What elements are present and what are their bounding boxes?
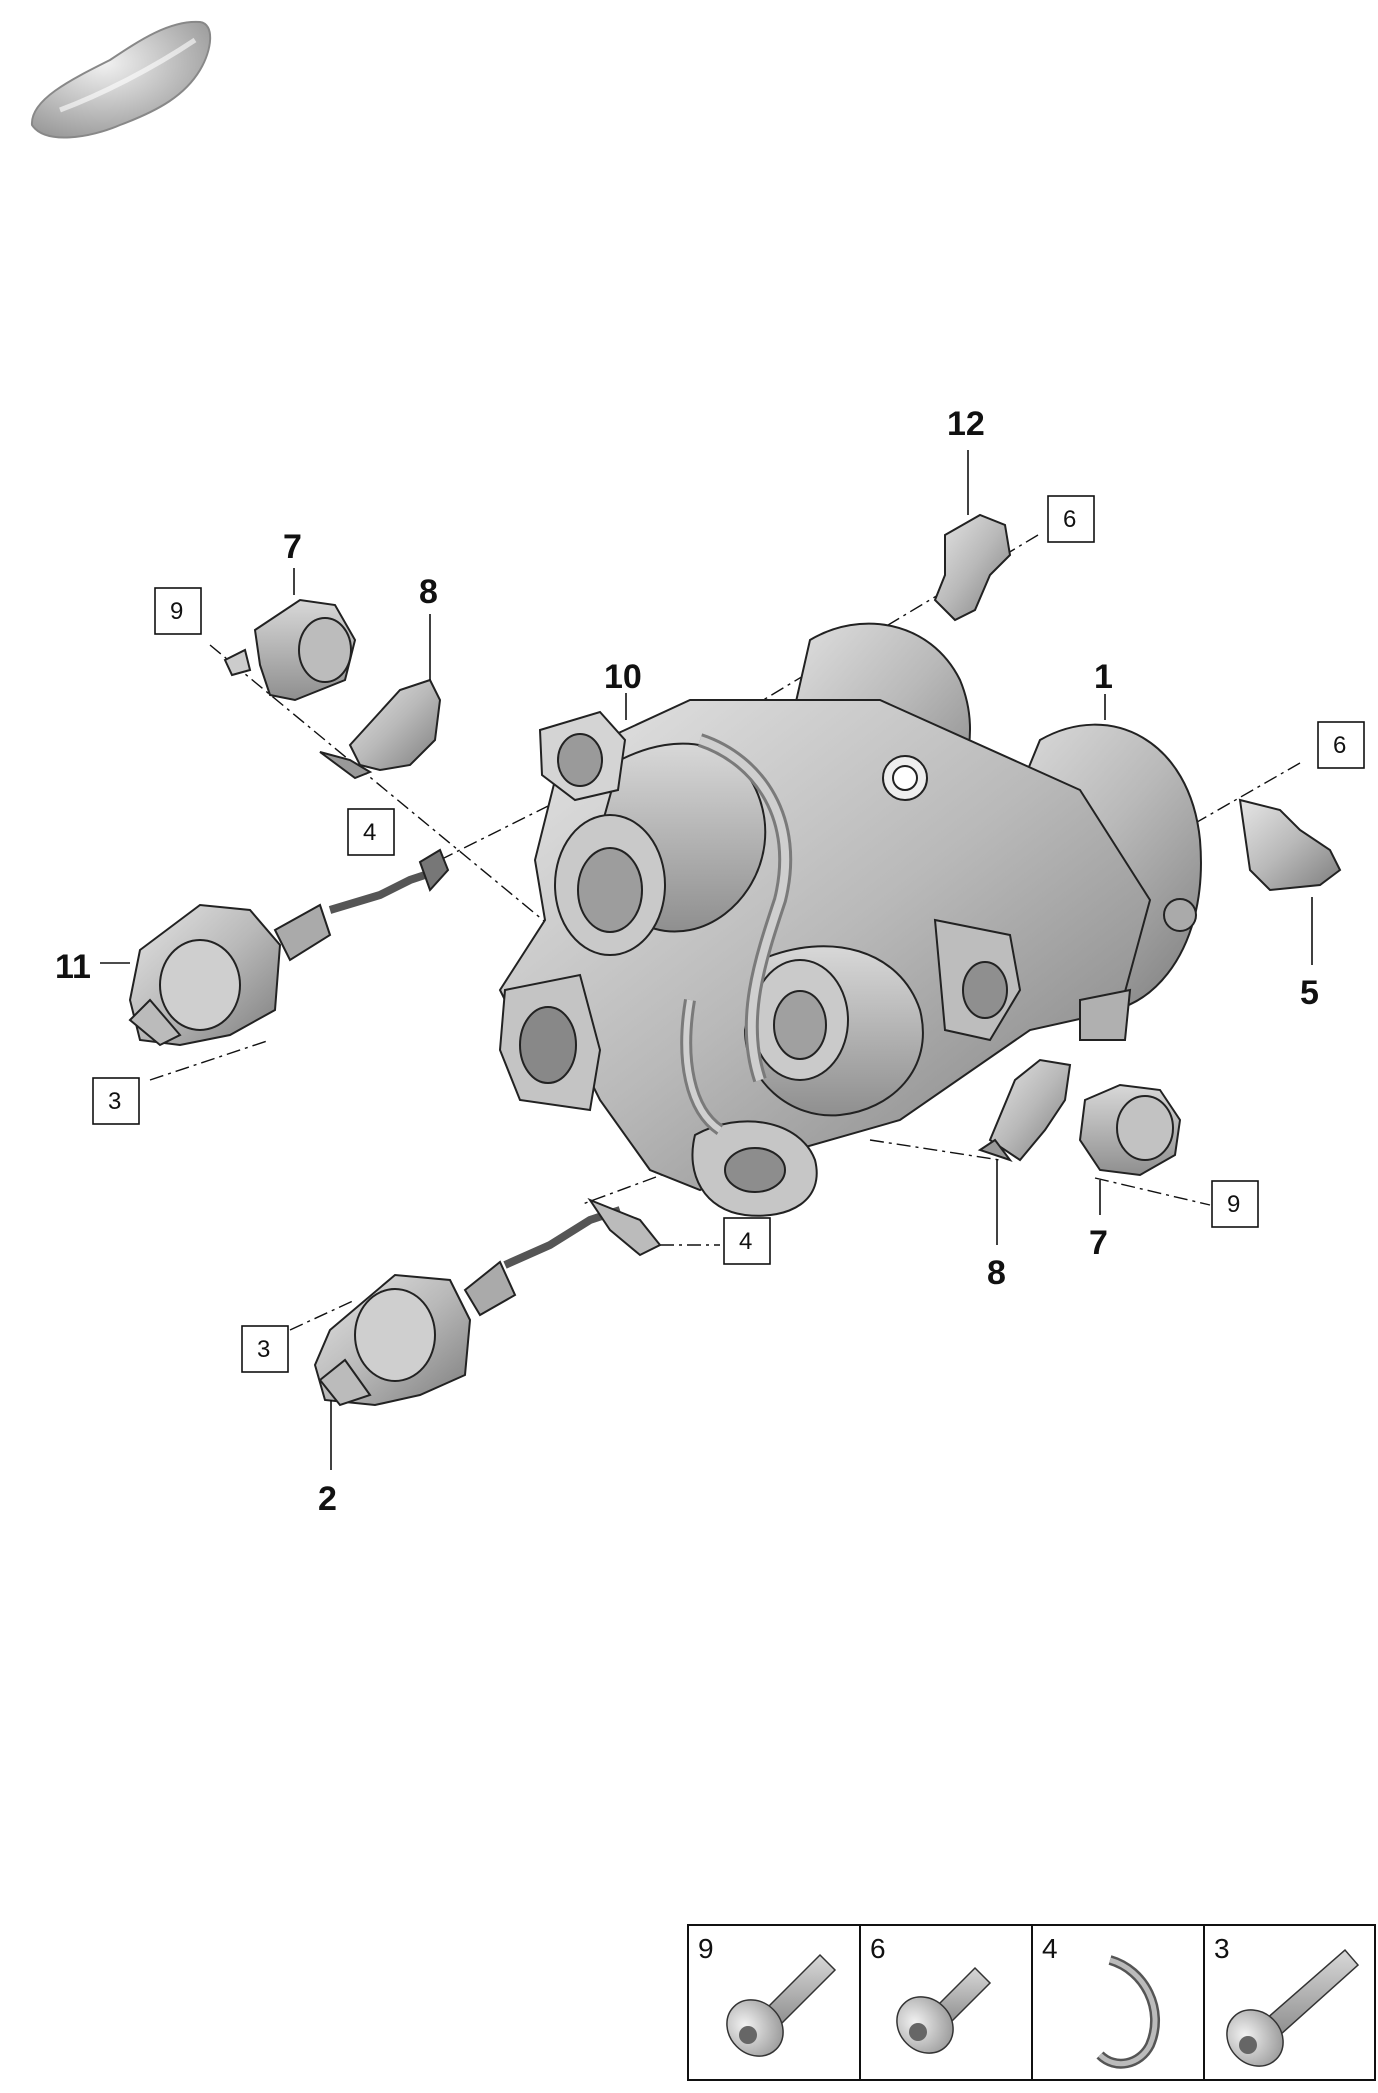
callouts: 12 7 8 10 1 5 11 2 8 7 — [55, 405, 1319, 1518]
torx-bolt-icon — [896, 1966, 992, 2054]
callout-11: 11 — [55, 948, 91, 986]
callout-5: 5 — [1300, 974, 1319, 1012]
sensor-housing-part-7-upper — [223, 598, 357, 702]
legend-num-9: 9 — [698, 1933, 714, 1964]
long-bolt-icon — [1226, 1948, 1360, 2067]
box-ref-9-upper: 9 — [170, 598, 183, 625]
retaining-clip-icon — [1096, 1955, 1160, 2069]
fastener-legend: 9 6 4 3 — [687, 1924, 1376, 2081]
legend-num-3: 3 — [1214, 1933, 1230, 1964]
callout-12: 12 — [947, 405, 985, 443]
gasket-part-8-upper — [319, 678, 442, 780]
callout-10: 10 — [604, 658, 642, 696]
actuator-part-11 — [128, 903, 332, 1047]
leader-lines — [100, 450, 1313, 1470]
callout-8-lower: 8 — [987, 1254, 1006, 1292]
box-ref-4-lower: 4 — [739, 1228, 752, 1255]
bolt-icon — [726, 1953, 837, 2057]
callout-8-upper: 8 — [419, 573, 438, 611]
legend-num-4: 4 — [1042, 1933, 1058, 1964]
heat-shield-part-5 — [1238, 798, 1342, 892]
box-ref-9-lower: 9 — [1227, 1191, 1240, 1218]
linkage-upper — [328, 848, 450, 914]
vehicle-silhouette-icon — [30, 20, 212, 139]
sensor-housing-part-7-lower — [1078, 1083, 1182, 1177]
callout-1: 1 — [1094, 658, 1113, 696]
box-ref-6-lower: 6 — [1333, 732, 1346, 759]
callout-7-lower: 7 — [1089, 1224, 1108, 1262]
box-ref-4-upper: 4 — [363, 819, 376, 846]
gasket-part-8-lower — [977, 1058, 1072, 1162]
box-ref-3-lower: 3 — [257, 1336, 270, 1363]
legend-num-6: 6 — [870, 1933, 886, 1964]
boxed-references: 6 9 6 4 3 9 4 3 — [92, 495, 1365, 1373]
callout-2: 2 — [318, 1480, 337, 1518]
turbocharger-assembly — [498, 622, 1202, 1217]
bracket-part-12 — [933, 513, 1012, 622]
callout-7-upper: 7 — [283, 528, 302, 566]
actuator-part-2 — [313, 1197, 662, 1407]
box-ref-6-upper: 6 — [1063, 506, 1076, 533]
box-ref-3-upper: 3 — [108, 1088, 121, 1115]
